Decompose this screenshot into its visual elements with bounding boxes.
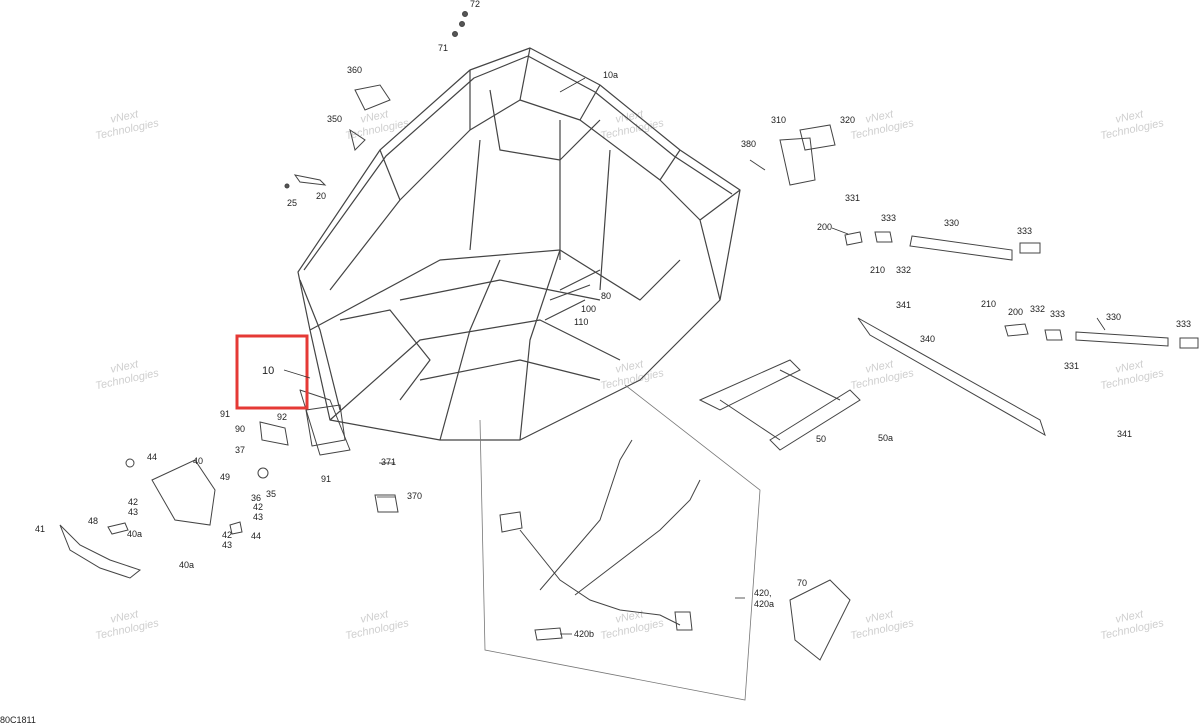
callout-71[interactable]: 71	[438, 43, 448, 53]
leader-lines	[377, 77, 1106, 635]
svg-text:vNext: vNext	[864, 358, 895, 376]
main-frame-drawing	[297, 47, 741, 456]
callout-50[interactable]: 50	[816, 434, 826, 444]
callout-420[interactable]: 420,	[754, 588, 772, 598]
callout-332-b[interactable]: 332	[1030, 304, 1045, 314]
callout-380[interactable]: 380	[741, 139, 756, 149]
callout-333-b[interactable]: 333	[1017, 226, 1032, 236]
callout-35[interactable]: 35	[266, 489, 276, 499]
svg-text:vNext: vNext	[109, 608, 140, 626]
callout-333-d[interactable]: 333	[1176, 319, 1191, 329]
callout-91-a[interactable]: 91	[220, 409, 230, 419]
callout-40[interactable]: 40	[193, 456, 203, 466]
callout-49[interactable]: 49	[220, 472, 230, 482]
callout-341-a[interactable]: 341	[896, 300, 911, 310]
svg-text:vNext: vNext	[614, 108, 645, 126]
svg-text:vNext: vNext	[1114, 358, 1145, 376]
callout-37[interactable]: 37	[235, 445, 245, 455]
callout-341-b[interactable]: 341	[1117, 429, 1132, 439]
callout-91-b[interactable]: 91	[321, 474, 331, 484]
callout-44-a[interactable]: 44	[147, 452, 157, 462]
svg-text:vNext: vNext	[359, 608, 390, 626]
callout-20[interactable]: 20	[316, 191, 326, 201]
callout-370[interactable]: 370	[407, 491, 422, 501]
callout-72[interactable]: 72	[470, 0, 480, 9]
hardware-drawings	[284, 11, 836, 189]
callout-43-b[interactable]: 43	[128, 507, 138, 517]
callout-360[interactable]: 360	[347, 65, 362, 75]
callout-100[interactable]: 100	[581, 304, 596, 314]
callout-333-a[interactable]: 333	[881, 213, 896, 223]
callout-43-c[interactable]: 43	[222, 540, 232, 550]
callout-50a[interactable]: 50a	[878, 433, 893, 443]
callout-10[interactable]: 10	[262, 365, 274, 377]
callout-330-a[interactable]: 330	[944, 218, 959, 228]
svg-text:vNext: vNext	[614, 358, 645, 376]
callout-200-b[interactable]: 200	[1008, 307, 1023, 317]
tube-drawings	[698, 231, 1199, 451]
callout-70[interactable]: 70	[797, 578, 807, 588]
crossmember-drawings	[479, 384, 851, 701]
callout-40a-a[interactable]: 40a	[127, 529, 142, 539]
svg-text:vNext: vNext	[864, 108, 895, 126]
document-code: 80C1811	[0, 715, 36, 725]
svg-text:vNext: vNext	[109, 358, 140, 376]
callout-310[interactable]: 310	[771, 115, 786, 125]
callout-labels: 72 71 360 350 10a 310 320 380 25 20 331 …	[35, 0, 1191, 639]
callout-43-a[interactable]: 43	[253, 512, 263, 522]
callout-420a[interactable]: 420a	[754, 599, 774, 609]
callout-42-b[interactable]: 42	[128, 497, 138, 507]
callout-320[interactable]: 320	[840, 115, 855, 125]
callout-331-a[interactable]: 331	[845, 193, 860, 203]
callout-340[interactable]: 340	[920, 334, 935, 344]
callout-80[interactable]: 80	[601, 291, 611, 301]
callout-40a-b[interactable]: 40a	[179, 560, 194, 570]
callout-350[interactable]: 350	[327, 114, 342, 124]
highlight-box[interactable]	[235, 334, 309, 410]
callout-42-a[interactable]: 42	[253, 502, 263, 512]
callout-200-a[interactable]: 200	[817, 222, 832, 232]
callout-42-c[interactable]: 42	[222, 530, 232, 540]
callout-110[interactable]: 110	[574, 317, 588, 327]
callout-36[interactable]: 36	[251, 493, 261, 503]
callout-25[interactable]: 25	[287, 198, 297, 208]
callout-92[interactable]: 92	[277, 412, 287, 422]
callout-44-b[interactable]: 44	[251, 531, 261, 541]
callout-210-a[interactable]: 210	[870, 265, 885, 275]
callout-332-a[interactable]: 332	[896, 265, 911, 275]
svg-text:vNext: vNext	[864, 608, 895, 626]
callout-10a[interactable]: 10a	[603, 70, 618, 80]
svg-text:vNext: vNext	[1114, 108, 1145, 126]
bumper-drawings	[59, 421, 399, 579]
svg-text:vNext: vNext	[1114, 608, 1145, 626]
callout-41[interactable]: 41	[35, 524, 45, 534]
callout-90[interactable]: 90	[235, 424, 245, 434]
callout-333-c[interactable]: 333	[1050, 309, 1065, 319]
callout-331-b[interactable]: 331	[1064, 361, 1079, 371]
callout-48[interactable]: 48	[88, 516, 98, 526]
highlight-leader	[283, 369, 311, 379]
callout-420b[interactable]: 420b	[574, 629, 594, 639]
callout-330-b[interactable]: 330	[1106, 312, 1121, 322]
callout-210-b[interactable]: 210	[981, 299, 996, 309]
svg-text:vNext: vNext	[359, 108, 390, 126]
callout-371[interactable]: 371	[381, 457, 396, 467]
svg-text:vNext: vNext	[109, 108, 140, 126]
